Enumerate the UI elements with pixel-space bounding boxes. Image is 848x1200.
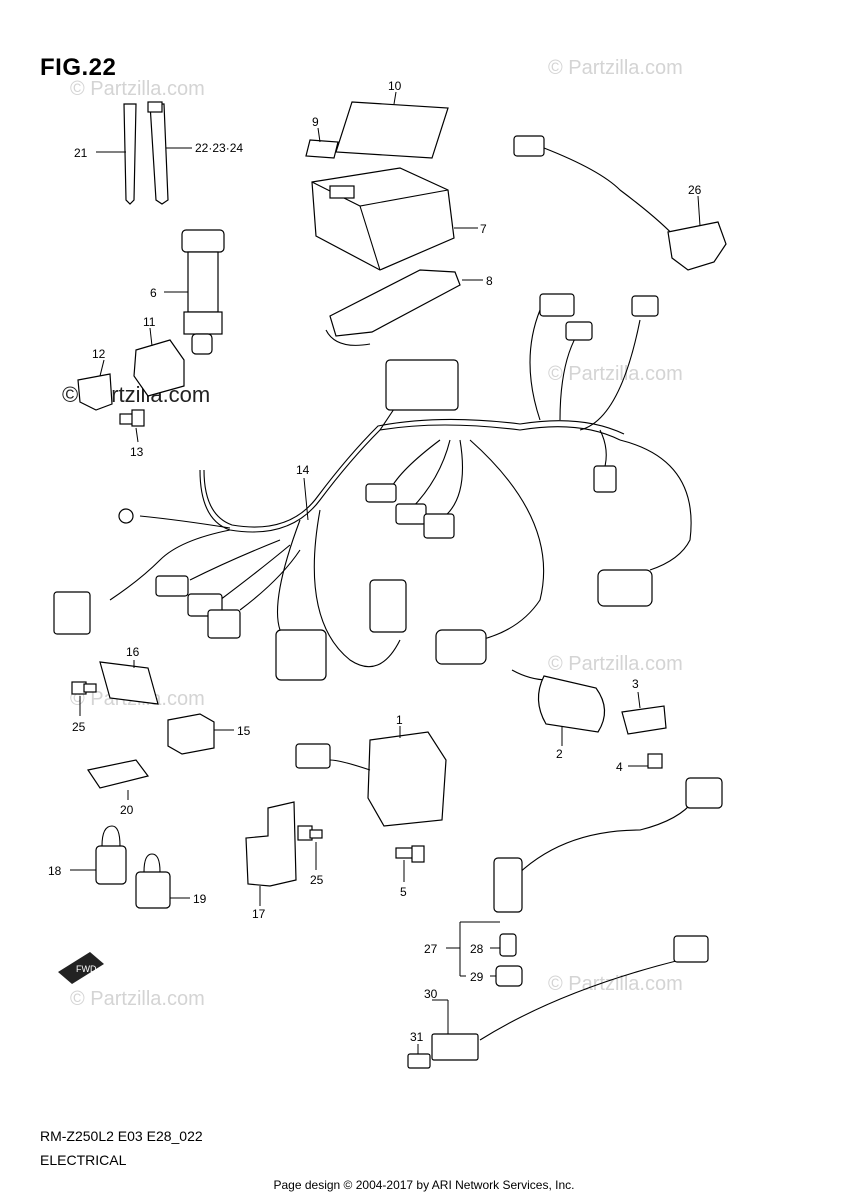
fwd-label: FWD [76,964,97,974]
part-6-ignition-coil [164,229,225,355]
fwd-arrow: FWD [58,952,104,984]
watermark: © Partzilla.com [70,988,205,1010]
watermark: © Partzilla.com [70,78,205,100]
part-22-cable-tie [147,101,192,205]
part-27-plug-cap [446,777,723,976]
callout-13: 13 [130,445,144,459]
callout-25: 25 [72,720,86,734]
callout-11: 11 [143,315,156,329]
model-code: RM-Z250L2 E03 E28_022 [40,1128,203,1144]
callout-22-23-24: 22·23·24 [195,141,243,155]
callout-6: 6 [150,286,157,300]
part-16-cover [99,660,159,705]
page-credit: Page design © 2004-2017 by ARI Network S… [273,1178,575,1192]
callout-15: 15 [237,724,251,738]
part-29-cap-seal [460,965,523,987]
callout-18: 18 [48,864,62,878]
part-18-fuse-holder [70,825,127,885]
callout-7: 7 [480,222,487,236]
part-28-spring [490,933,517,957]
part-11-relay [133,327,185,397]
callout-30: 30 [424,987,438,1001]
callout-20: 20 [120,803,134,817]
watermark: © Partzilla.com [548,363,683,385]
callout-29: 29 [470,970,484,984]
callout-19: 19 [193,892,207,906]
callout-16: 16 [126,645,140,659]
part-20-pad [87,759,150,800]
callout-27: 27 [424,942,438,956]
part-15-relay [167,713,234,755]
part-30-sub-harness [431,935,709,1061]
callout-26: 26 [688,183,702,197]
part-31-fuse [407,1044,431,1069]
part-7-ecu [311,167,478,271]
part-9-pad [305,127,339,159]
watermark: © Partzilla.com [548,653,683,675]
watermark: © Partzilla.com [548,57,683,79]
callout-31: 31 [410,1030,424,1044]
callout-2: 2 [556,747,563,761]
part-5-bolt [395,845,425,882]
part-19-fuse-holder [135,853,190,909]
callout-21: 21 [74,146,88,160]
watermarks: © Partzilla.com © Partzilla.com © Partzi… [62,57,683,1010]
part-3-bracket [621,691,667,735]
part-4-screw [628,753,663,769]
part-25-bolt [297,825,323,870]
callout-5: 5 [400,885,407,899]
callout-12: 12 [92,347,106,361]
part-10-plate [335,91,449,159]
watermark: © Partzilla.com [548,973,683,995]
part-2-condenser [511,669,606,746]
part-8-strap [325,269,483,346]
part-13-bolt [119,409,145,443]
callout-9: 9 [312,115,319,129]
part-25-bolt [71,681,97,716]
part-1-regulator [295,726,447,827]
callout-3: 3 [632,677,639,691]
part-21-cable-tie [96,103,137,205]
callout-10: 10 [388,79,402,93]
callout-25: 25 [310,873,324,887]
part-12-bracket [77,359,113,411]
callout-17: 17 [252,907,266,921]
callout-labels: 10 9 7 8 21 22·23·24 6 11 12 13 26 14 16… [48,79,702,1044]
part-14-wiring-harness [53,293,692,681]
part-17-bracket [245,801,297,906]
section-title: ELECTRICAL [40,1152,127,1168]
callout-1: 1 [396,713,403,727]
figure-title: FIG.22 [40,54,117,81]
callout-14: 14 [296,463,310,477]
callout-8: 8 [486,274,493,288]
callout-28: 28 [470,942,484,956]
callout-4: 4 [616,760,623,774]
part-26-sensor [513,135,727,271]
